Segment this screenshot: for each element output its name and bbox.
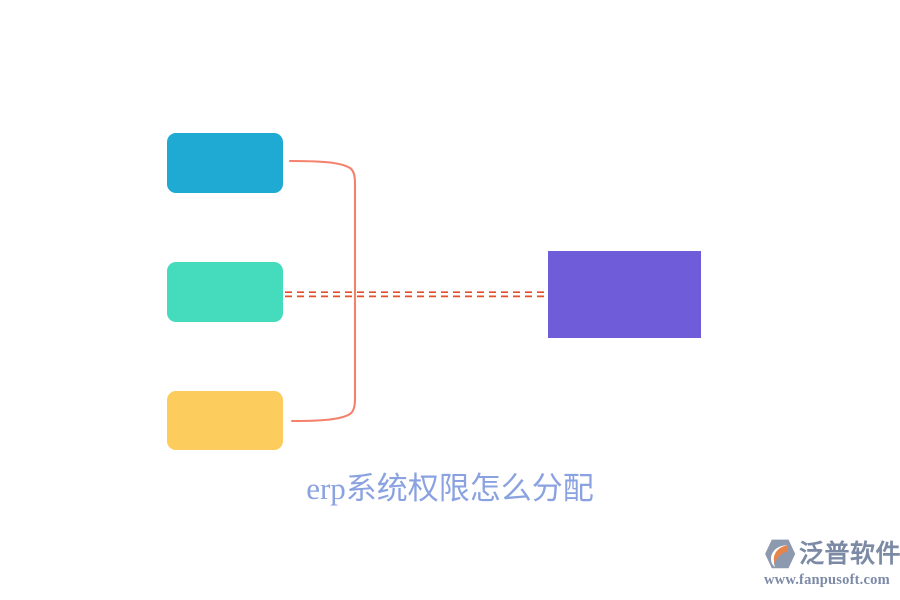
node-green[interactable] xyxy=(167,262,283,322)
node-yellow[interactable] xyxy=(167,391,283,450)
watermark: 泛普软件 www.fanpusoft.com xyxy=(762,536,900,594)
page-title: erp系统权限怎么分配 xyxy=(306,471,594,506)
bracket-connector xyxy=(288,159,357,423)
watermark-url: www.fanpusoft.com xyxy=(764,572,890,588)
watermark-logo-row: 泛普软件 xyxy=(762,536,900,572)
node-blue[interactable] xyxy=(167,133,283,193)
watermark-brand: 泛普软件 xyxy=(799,540,900,568)
hexagon-leaf-logo-icon xyxy=(765,539,796,569)
node-purple[interactable] xyxy=(548,251,701,338)
